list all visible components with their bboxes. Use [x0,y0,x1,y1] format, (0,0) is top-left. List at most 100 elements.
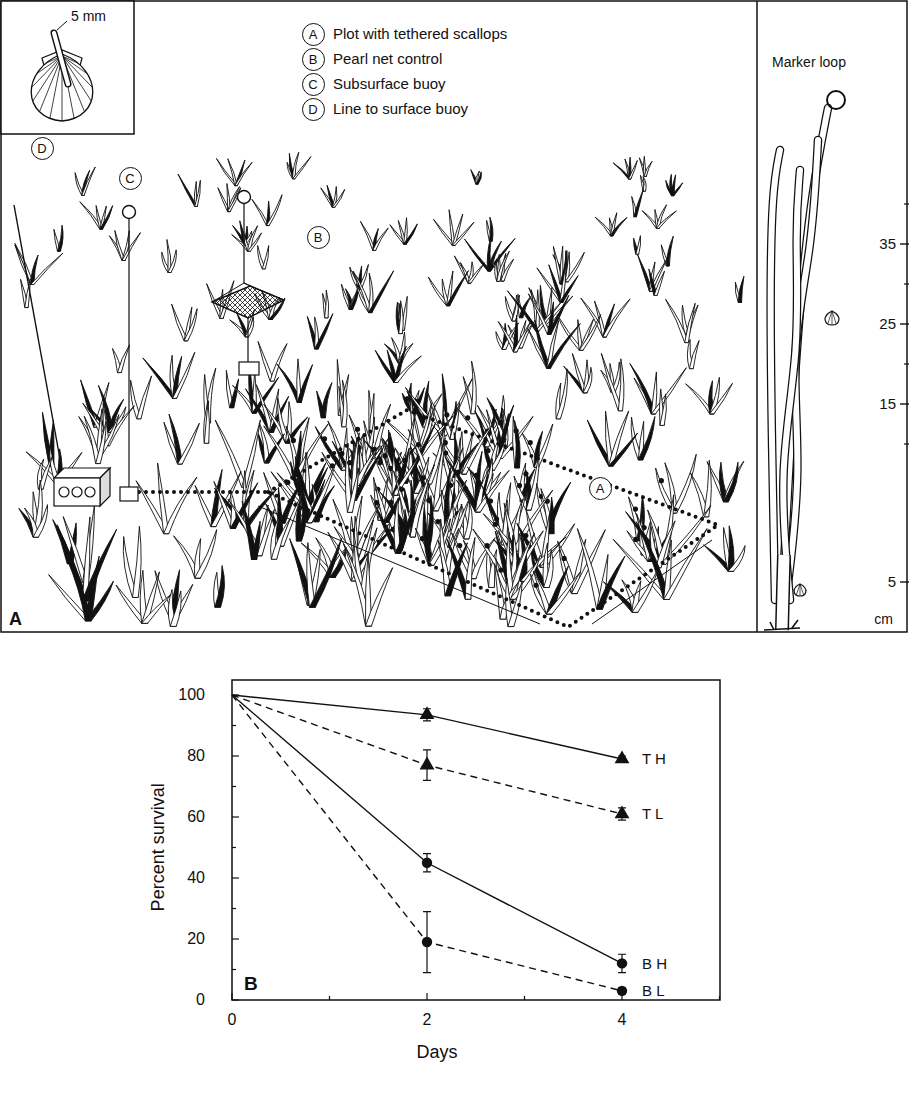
x-tick [426,993,427,1000]
axis-title: Days [416,1042,457,1063]
tethered-scallop [390,448,395,453]
tethered-scallop [484,543,489,548]
seagrass-blade [643,176,646,191]
seagrass-blade [164,477,197,534]
subsurface-buoy [123,206,136,219]
key-text: Line to surface buoy [333,100,468,117]
beaded-line [132,490,268,494]
blade-fill [783,170,800,600]
seagrass-shoot [339,380,347,427]
seagrass-blade [618,359,624,411]
seagrass-shoot [603,570,657,612]
circle-letter-text: A [596,482,605,495]
seagrass-blade [137,376,152,419]
anchor-block [239,362,259,375]
leader-line [57,21,67,30]
series-line [232,695,622,814]
seagrass-blade [169,414,182,464]
tag-outline [54,33,68,84]
scale-label: 35 [879,235,896,252]
seagrass-shoot [522,424,553,467]
tethered-scallop [347,460,352,465]
panel-frame [1,1,907,632]
seagrass-blade [666,299,689,342]
circled-letter: D [31,137,54,160]
seagrass-shoot [375,346,421,382]
seagrass-blade [452,443,479,477]
seagrass-blade [195,180,201,206]
y-tick [232,938,239,939]
seagrass-shoot [513,416,521,468]
seagrass-blade [230,379,239,408]
seagrass-blade [247,233,261,251]
seagrass-blade [579,314,601,350]
seagrass-blade [369,271,394,313]
y-tick [232,999,239,1000]
seagrass-blade [290,539,316,608]
seagrass-blade [583,367,592,392]
seagrass-shoot [564,353,592,392]
survival-chart [232,680,720,1000]
y-tick [232,969,236,970]
y-tick [232,908,236,909]
seagrass-blade [170,591,181,626]
seagrass-shoot [258,246,269,269]
seagrass-blade [392,448,409,495]
seagrass-blade [349,286,358,310]
seagrass-blade [497,251,510,281]
seagrass-shoot [735,276,744,302]
circle-letter-text: C [125,172,134,185]
seagrass-blade [689,340,699,368]
circle-letter-text: D [37,142,46,155]
seagrass-shoot [396,301,403,334]
tethered-scallop [426,498,431,503]
seagrass-blade [33,505,48,538]
series-label: T H [642,750,666,767]
axis-tick-label: 0 [196,991,205,1009]
circle-letter-text: B [309,53,318,66]
seagrass-blade [100,206,113,230]
scale-minor-tick [904,363,909,364]
key-text: Pearl net control [333,50,442,67]
scale-label: 5 [888,573,896,590]
seagrass-blade [195,530,217,578]
axis-tick-label: 80 [187,747,205,765]
seagrass-shoot [463,361,476,414]
scallop-rib [62,56,106,123]
seagrass-blade [738,276,744,302]
axis-title: Percent survival [148,783,169,911]
x-tick [719,996,720,1000]
seagrass-blade [344,544,372,626]
circle-letter-text: B [314,231,323,244]
surface-buoy-line [14,205,62,470]
seagrass-shoot [217,159,253,186]
seagrass-shoot [204,401,210,443]
seagrass-blade [528,294,551,335]
seagrass-blade [556,369,567,419]
seagrass-shoot [642,205,676,229]
blade-outline [783,170,800,600]
tethered-scallop [494,516,499,521]
triangle-marker [615,750,630,763]
seagrass-blade [307,463,336,523]
seagrass-shoot [471,170,482,184]
axis-tick-label: 20 [187,930,205,948]
tethered-scallop [488,498,493,503]
seagrass-blade [82,529,116,601]
seagrass-blade [204,401,209,443]
series-line [232,695,622,991]
seagrass-shoot [659,389,666,425]
seagrass-blade [636,236,641,255]
seagrass-blade [80,202,103,229]
seagrass-shoot [556,369,568,419]
seagrass-shoot [162,239,177,272]
seagrass-blade [672,454,697,513]
circle-letter-text: C [308,78,317,91]
seagrass-shoot [630,363,687,413]
seagrass-blade [404,224,418,244]
seagrass-shoot [487,217,493,241]
seagrass-shoot [174,530,217,578]
y-tick [232,816,239,817]
sheath-outline [782,555,784,630]
seagrass-blade [347,468,358,512]
